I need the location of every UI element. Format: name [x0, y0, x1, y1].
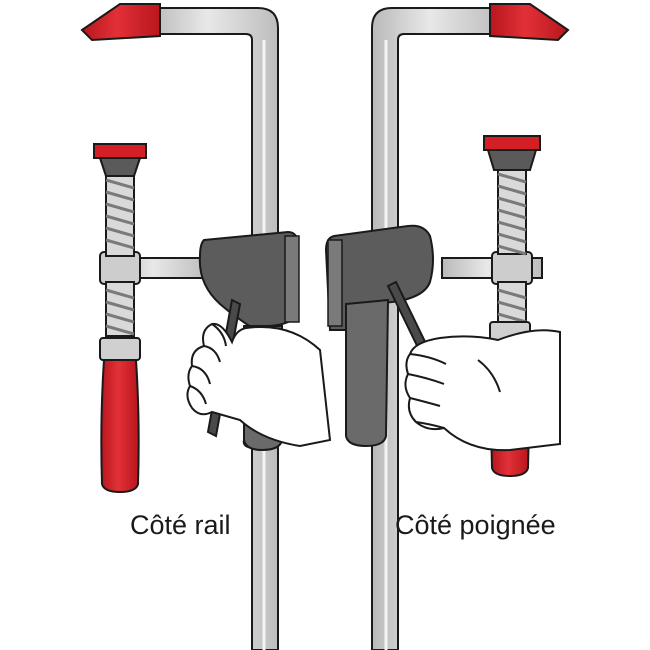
left-lever-plate [284, 235, 300, 323]
left-hand-icon [186, 322, 332, 448]
left-handle-collar [99, 337, 141, 361]
caption-handle-side: Côté poignée [395, 510, 556, 540]
left-screw-cap [93, 143, 147, 159]
right-jaw-pad [489, 3, 570, 42]
right-rail [371, 7, 501, 650]
right-lever-plate [327, 239, 343, 327]
right-screw-pad [486, 149, 538, 171]
right-clamp [324, 3, 570, 650]
left-clamp [80, 3, 332, 650]
right-hand-fingers [407, 353, 501, 429]
right-screw-cap [483, 135, 541, 151]
left-screw-pad [98, 157, 142, 177]
right-screw [497, 165, 527, 325]
right-collar [491, 251, 533, 285]
left-screw [105, 171, 135, 337]
left-jaw-pad [80, 3, 161, 42]
caption-rail-side: Côté rail [130, 510, 231, 540]
right-grip [345, 298, 390, 448]
left-handle [100, 359, 140, 494]
left-hand-fingers [189, 323, 227, 405]
right-hand-icon [404, 329, 561, 452]
